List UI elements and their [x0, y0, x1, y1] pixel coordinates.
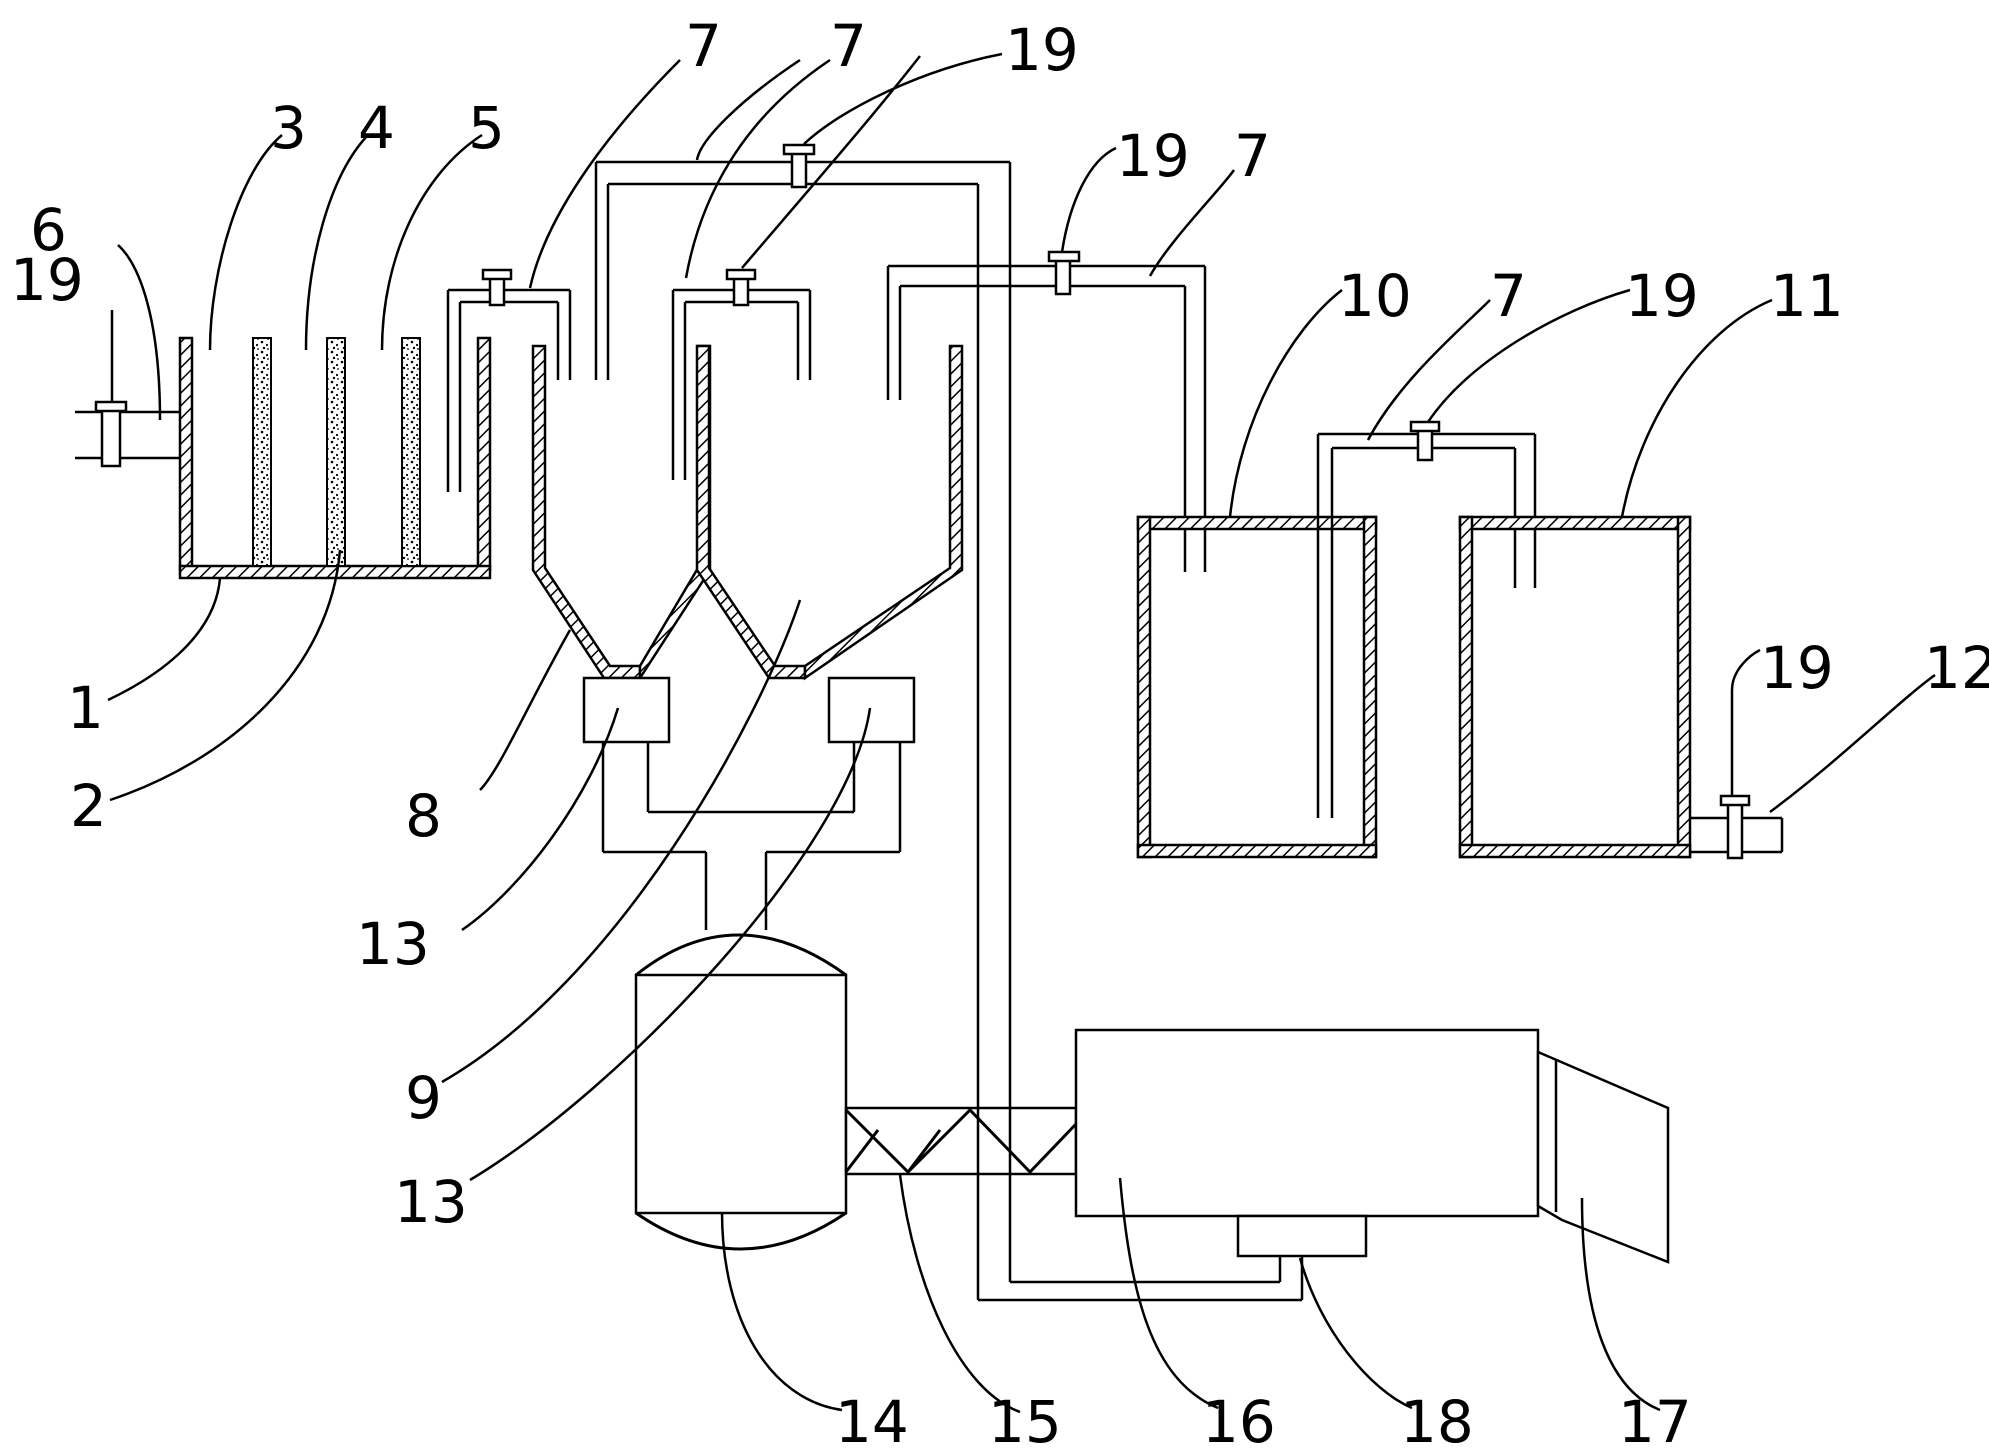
leader-lines — [107, 52, 1936, 1414]
label-7-b: 7 — [830, 12, 867, 80]
label-7-d: 7 — [1490, 262, 1527, 330]
secondary-tank — [1458, 515, 1692, 859]
label-12: 12 — [1924, 634, 1989, 702]
filter-plate-b — [326, 337, 346, 567]
label-1: 1 — [67, 674, 104, 742]
label-7-a: 7 — [685, 12, 722, 80]
label-5: 5 — [468, 94, 505, 162]
cyclone-left — [446, 268, 712, 744]
label-11: 11 — [1770, 262, 1844, 330]
reaction-vessel — [634, 933, 848, 1251]
discharge-pipes — [601, 742, 902, 930]
label-8: 8 — [405, 782, 442, 850]
label-13-b: 13 — [394, 1168, 468, 1236]
label-9: 9 — [405, 1064, 442, 1132]
callout-labels: 1 2 3 4 5 6 19 7 7 19 19 7 10 7 19 11 19… — [10, 12, 1989, 1455]
discharge-valve-left — [582, 676, 671, 744]
filter-plate-c — [401, 337, 421, 567]
heater-18 — [1236, 1214, 1368, 1258]
outlet-pipe — [1690, 794, 1784, 860]
label-13-a: 13 — [356, 910, 430, 978]
label-15: 15 — [988, 1388, 1062, 1455]
filter-plate-a — [252, 337, 272, 567]
cyclone-right — [671, 268, 964, 744]
label-7-c: 7 — [1234, 122, 1271, 190]
settling-tank — [178, 336, 492, 580]
label-19-right: 19 — [1625, 262, 1699, 330]
label-2: 2 — [70, 772, 107, 840]
label-19-top: 19 — [1005, 16, 1079, 84]
label-17: 17 — [1618, 1388, 1692, 1455]
top-pipe — [594, 143, 1012, 1130]
label-6: 6 — [30, 196, 67, 264]
screw-conveyor — [844, 1106, 1078, 1176]
discharge-valve-right — [827, 676, 916, 744]
absorption-tank — [1136, 515, 1378, 859]
inlet-pipe — [75, 400, 180, 468]
label-18: 18 — [1400, 1388, 1474, 1455]
dryer-unit — [1074, 1028, 1670, 1264]
label-14: 14 — [835, 1388, 909, 1455]
gas-pipe-to-tank — [886, 250, 1207, 572]
label-3: 3 — [270, 94, 307, 162]
label-19-inlet: 19 — [10, 246, 84, 314]
label-10: 10 — [1338, 262, 1412, 330]
label-4: 4 — [358, 94, 395, 162]
connecting-pipe — [1316, 420, 1537, 818]
label-19-mid: 19 — [1116, 122, 1190, 190]
label-19-outlet: 19 — [1760, 634, 1834, 702]
label-16: 16 — [1202, 1388, 1276, 1455]
